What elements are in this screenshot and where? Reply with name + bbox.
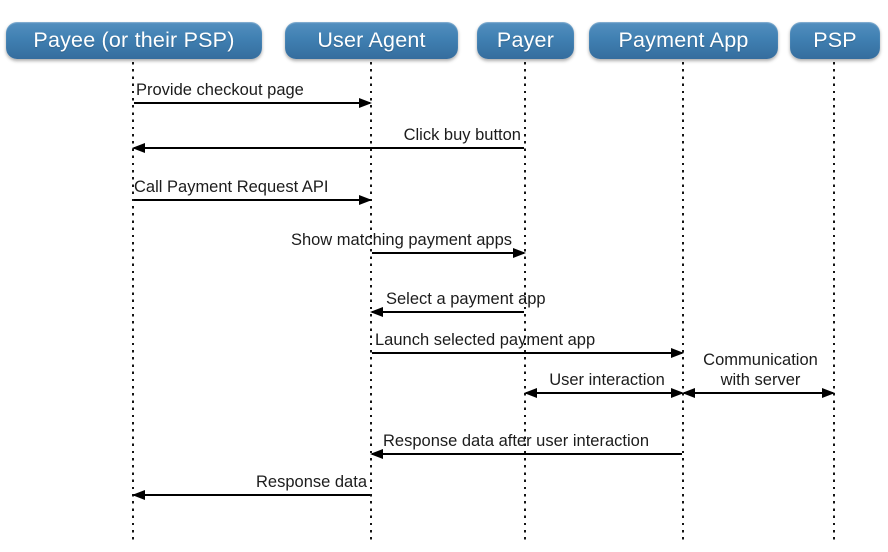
arrowhead-right-icon (822, 388, 835, 398)
arrow-shaft (526, 392, 682, 394)
lifeline-user_agent (370, 62, 372, 540)
actor-label-payer: Payer (496, 28, 555, 52)
actor-box-payment_app: Payment App (589, 22, 778, 59)
arrowhead-left-icon (682, 388, 695, 398)
actor-box-payer: Payer (477, 22, 574, 59)
arrowhead-left-icon (132, 143, 145, 153)
arrowhead-left-icon (370, 449, 383, 459)
arrowhead-left-icon (524, 388, 537, 398)
message-arrow-1 (133, 98, 372, 108)
message-label-10: Response data (256, 473, 367, 491)
message-label-7: User interaction (549, 371, 665, 389)
arrow-shaft (372, 311, 524, 313)
arrow-shaft (134, 199, 370, 201)
message-label-4: Show matching payment apps (290, 231, 512, 249)
message-label-5: Select a payment app (386, 290, 546, 308)
message-label-2: Click buy button (403, 126, 521, 144)
arrowhead-right-icon (359, 195, 372, 205)
actor-label-user_agent: User Agent (317, 28, 426, 52)
actor-box-payee: Payee (or their PSP) (6, 22, 262, 59)
message-label-9: Response data after user interaction (383, 432, 649, 450)
message-arrow-2 (132, 143, 525, 153)
actor-box-psp: PSP (790, 22, 880, 59)
arrow-shaft (134, 147, 524, 149)
actor-label-payment_app: Payment App (618, 28, 749, 52)
lifeline-payee (132, 62, 134, 540)
message-arrow-4 (371, 248, 526, 258)
arrowhead-left-icon (370, 307, 383, 317)
message-label-1: Provide checkout page (136, 81, 304, 99)
message-arrow-9 (370, 449, 683, 459)
message-label-8: Communication with server (703, 351, 818, 389)
lifeline-psp (833, 62, 835, 540)
arrow-shaft (134, 102, 370, 104)
actor-box-user_agent: User Agent (285, 22, 458, 59)
message-arrow-8 (682, 388, 835, 398)
message-arrow-5 (370, 307, 525, 317)
message-arrow-3 (133, 195, 372, 205)
message-label-3: Call Payment Request API (134, 178, 329, 196)
actor-label-payee: Payee (or their PSP) (33, 28, 235, 52)
message-label-6: Launch selected payment app (375, 331, 596, 349)
message-arrow-7 (524, 388, 684, 398)
arrow-shaft (372, 252, 524, 254)
arrowhead-right-icon (513, 248, 526, 258)
arrow-shaft (372, 352, 682, 354)
arrowhead-left-icon (132, 490, 145, 500)
arrowhead-right-icon (671, 348, 684, 358)
arrowhead-right-icon (359, 98, 372, 108)
actor-label-psp: PSP (813, 28, 857, 52)
arrow-shaft (684, 392, 833, 394)
lifeline-payer (524, 62, 526, 540)
message-arrow-6 (371, 348, 684, 358)
arrow-shaft (134, 494, 370, 496)
arrow-shaft (372, 453, 682, 455)
arrowhead-right-icon (671, 388, 684, 398)
message-arrow-10 (132, 490, 371, 500)
lifeline-payment_app (682, 62, 684, 540)
